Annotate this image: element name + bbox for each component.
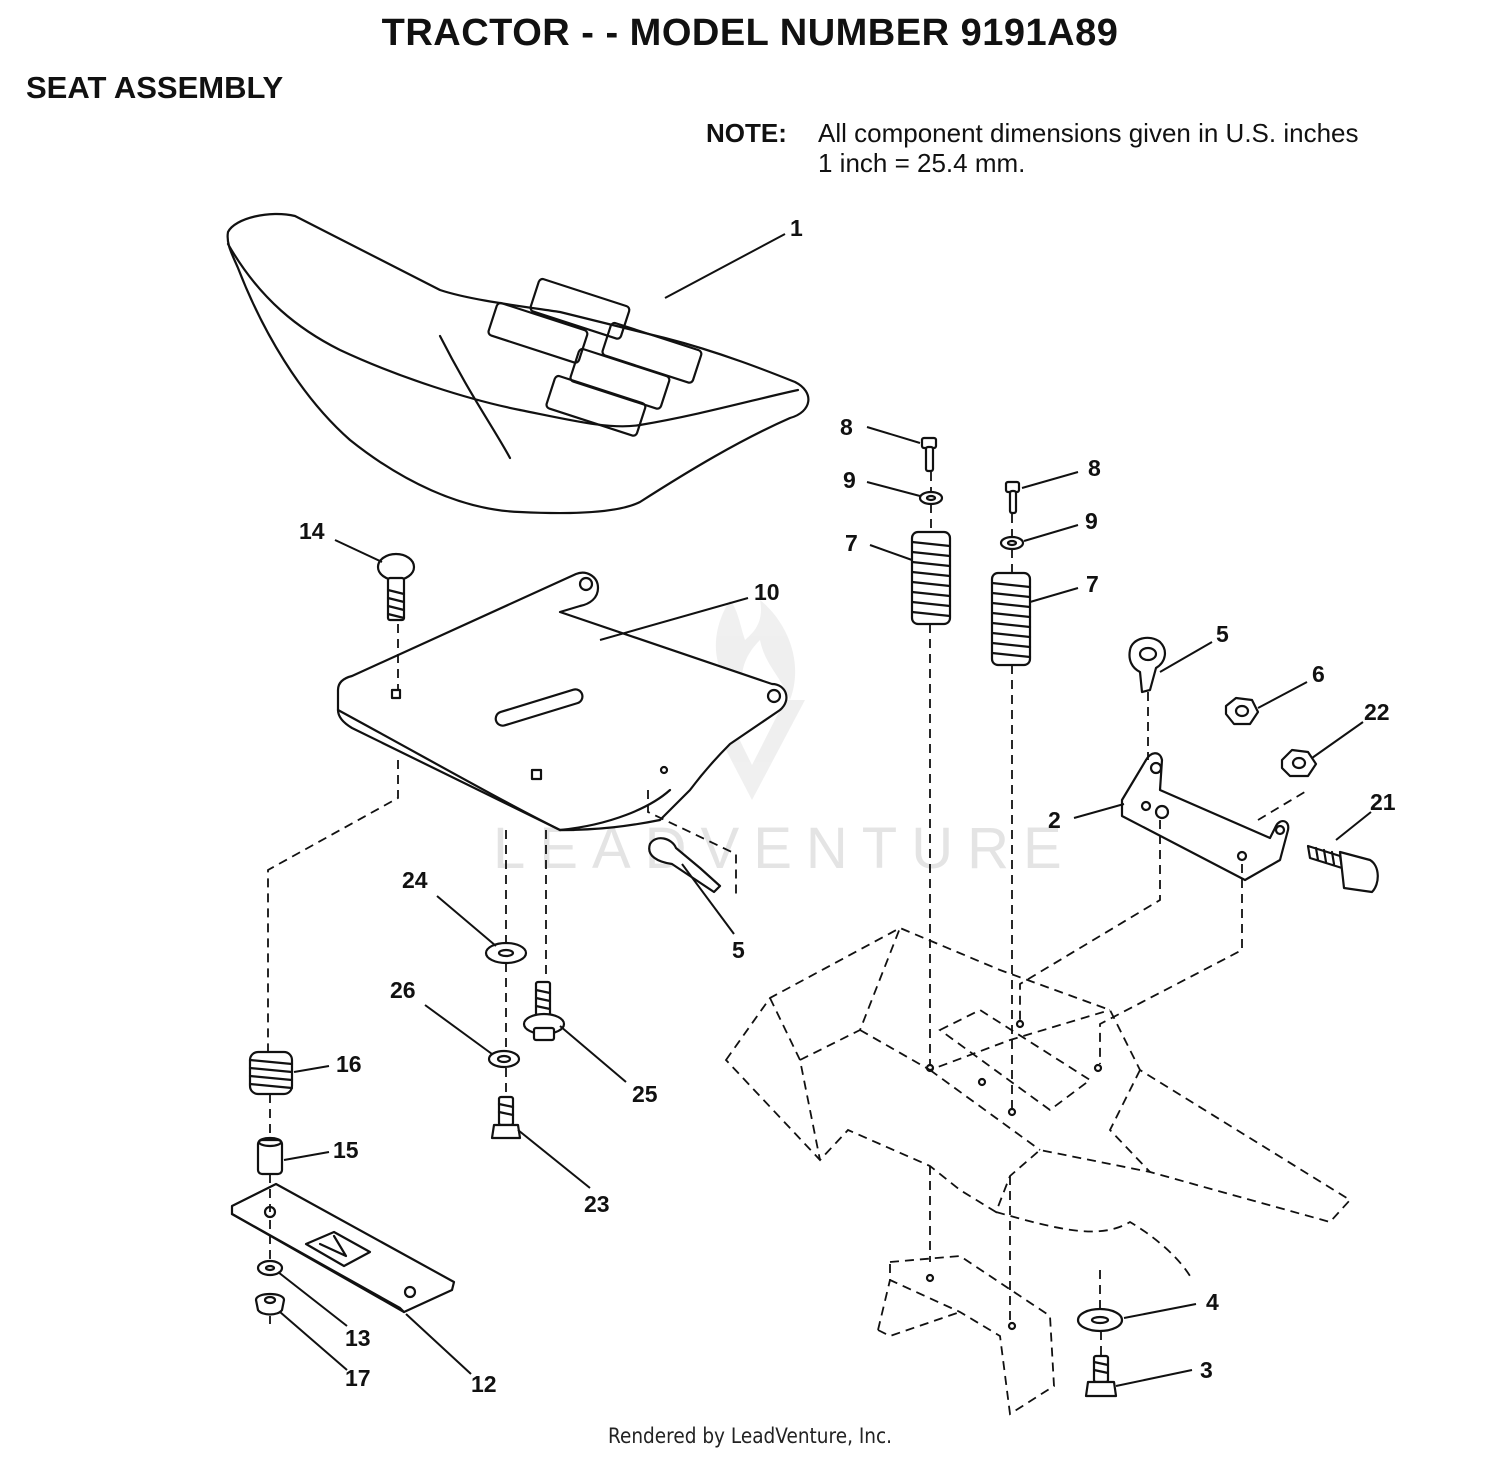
callout-2: 2 xyxy=(1048,807,1061,833)
callout-8-left: 8 xyxy=(840,414,853,440)
callout-8-right: 8 xyxy=(1088,455,1101,481)
callout-leaders xyxy=(277,233,1372,1387)
callout-17: 17 xyxy=(345,1365,371,1391)
callout-4: 4 xyxy=(1206,1289,1219,1315)
part-seat-pan xyxy=(336,571,788,832)
callout-23: 23 xyxy=(584,1191,610,1217)
callout-9-right: 9 xyxy=(1085,508,1098,534)
page-title: TRACTOR - - MODEL NUMBER 9191A89 xyxy=(381,12,1119,54)
callout-16: 16 xyxy=(336,1051,362,1077)
note-line-1: All component dimensions given in U.S. i… xyxy=(818,118,1359,148)
part-compression-spring xyxy=(248,1050,294,1096)
callout-7-left: 7 xyxy=(845,530,858,556)
tractor-frame-phantom xyxy=(724,927,1352,1416)
callout-24: 24 xyxy=(402,867,428,893)
part-washer-left xyxy=(918,490,944,506)
callout-13: 13 xyxy=(345,1325,371,1351)
part-hex-bolt-23 xyxy=(490,1095,522,1140)
callout-15: 15 xyxy=(333,1137,359,1163)
part-locknut xyxy=(1280,748,1318,778)
part-lock-washer-26 xyxy=(487,1049,521,1069)
part-seat xyxy=(226,212,810,515)
part-pin-left xyxy=(920,436,938,473)
callout-9-left: 9 xyxy=(843,467,856,493)
callout-21: 21 xyxy=(1370,789,1396,815)
callout-14: 14 xyxy=(299,518,325,544)
callout-7-right: 7 xyxy=(1086,571,1099,597)
part-flat-washer-24 xyxy=(484,941,528,965)
callout-10: 10 xyxy=(754,579,780,605)
part-carriage-bolt xyxy=(376,552,416,622)
part-hex-bolt-3 xyxy=(1084,1354,1118,1398)
callout-25: 25 xyxy=(632,1081,658,1107)
part-clip-lower xyxy=(648,837,722,894)
note-line-2: 1 inch = 25.4 mm. xyxy=(818,148,1026,178)
footer-credit: Rendered by LeadVenture, Inc. xyxy=(607,1424,893,1448)
callout-labels: 1 2 3 4 5 5 6 7 7 8 8 9 9 10 12 13 14 15… xyxy=(299,215,1396,1397)
part-flange-nut-13 xyxy=(256,1259,284,1277)
callout-5-upper: 5 xyxy=(1216,621,1229,647)
part-flange-nut-17 xyxy=(254,1292,286,1316)
callout-3: 3 xyxy=(1200,1357,1213,1383)
callout-5-lower: 5 xyxy=(732,937,745,963)
callout-12: 12 xyxy=(471,1371,497,1397)
callout-26: 26 xyxy=(390,977,416,1003)
part-pin-right xyxy=(1004,480,1021,515)
part-clip-upper xyxy=(1128,636,1166,694)
callout-1: 1 xyxy=(790,215,803,241)
part-shoulder-screw xyxy=(522,980,566,1042)
part-washer-right xyxy=(999,535,1025,551)
assembly-center-lines xyxy=(267,472,1309,1356)
callout-6: 6 xyxy=(1312,661,1325,687)
part-pivot-bracket xyxy=(1120,752,1290,882)
part-spacer xyxy=(256,1136,284,1176)
part-nut xyxy=(1224,696,1260,726)
section-title: SEAT ASSEMBLY xyxy=(26,70,284,105)
callout-22: 22 xyxy=(1364,699,1390,725)
part-spring-left xyxy=(910,530,952,626)
part-slide-plate xyxy=(230,1182,456,1314)
part-spring-right xyxy=(990,571,1032,667)
note-label: NOTE: xyxy=(706,118,787,148)
part-shoulder-bolt xyxy=(1306,844,1379,894)
part-washer-4 xyxy=(1076,1307,1124,1333)
